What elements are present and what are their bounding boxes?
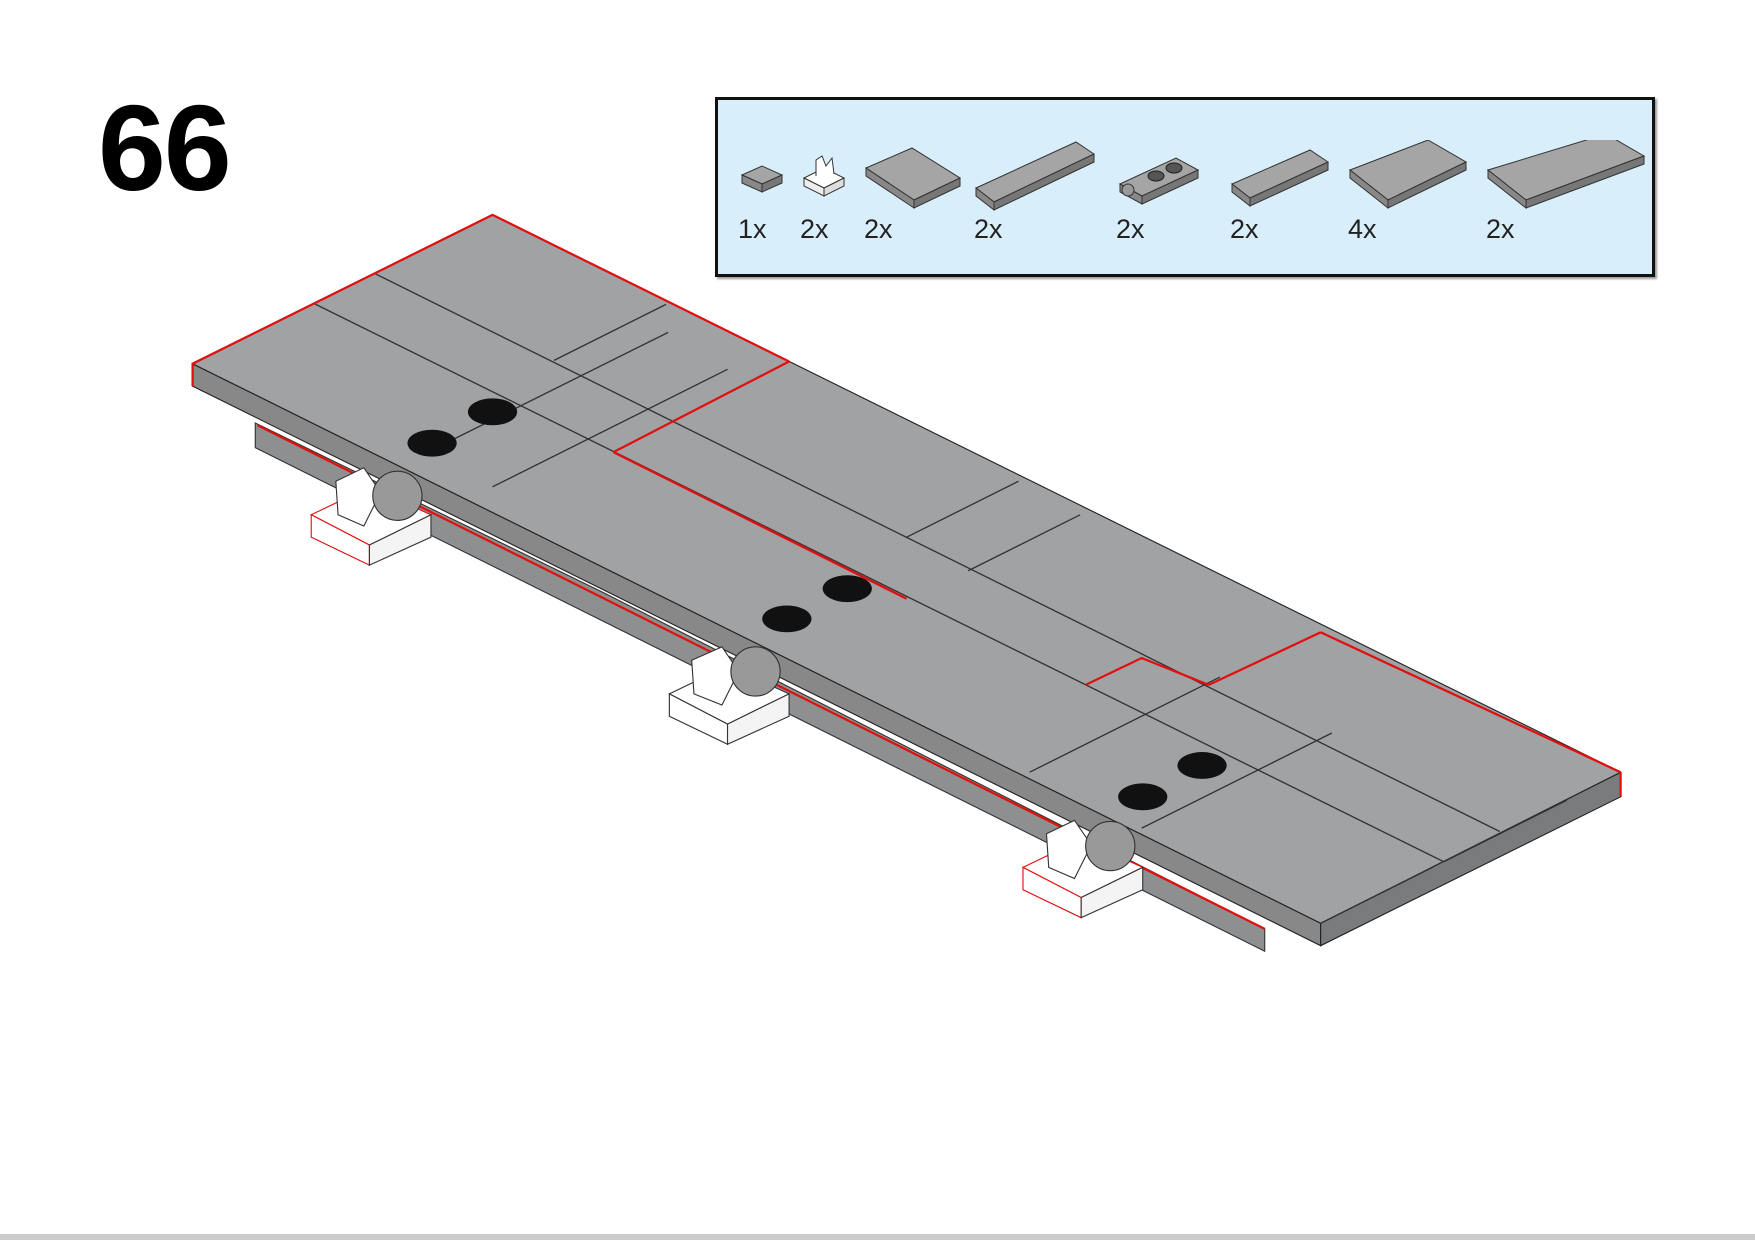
- tile-2x4-icon: [1486, 140, 1646, 210]
- tile-1x1-icon: [740, 165, 784, 193]
- parts-callout-box: 1x 2x 2x 2x 2x 2x 4x 2x: [715, 97, 1655, 277]
- part-qty: 1x: [738, 214, 767, 244]
- hinge-plate-icon: [1118, 157, 1200, 205]
- hinge-left: [309, 398, 518, 567]
- part-qty: 4x: [1348, 214, 1377, 244]
- step-number: 66: [98, 80, 232, 216]
- tile-2x2-icon: [864, 147, 962, 209]
- main-tile-surface: [191, 213, 1622, 947]
- part-qty: 2x: [1486, 214, 1515, 244]
- hinge-assemblies: [309, 398, 1227, 919]
- hinge-middle: [668, 575, 872, 746]
- tile-1x4-icon: [975, 141, 1096, 212]
- part-qty: 2x: [800, 214, 829, 244]
- page-footer-bar: [0, 1234, 1755, 1240]
- part-qty: 2x: [1116, 214, 1145, 244]
- tile-1x3-icon: [1231, 149, 1330, 208]
- hinge-right: [1021, 752, 1227, 919]
- part-qty: 2x: [864, 214, 893, 244]
- part-qty: 2x: [974, 214, 1003, 244]
- tile-2x3-icon: [1349, 140, 1468, 210]
- part-qty: 2x: [1230, 214, 1259, 244]
- clip-plate-icon: [802, 155, 846, 197]
